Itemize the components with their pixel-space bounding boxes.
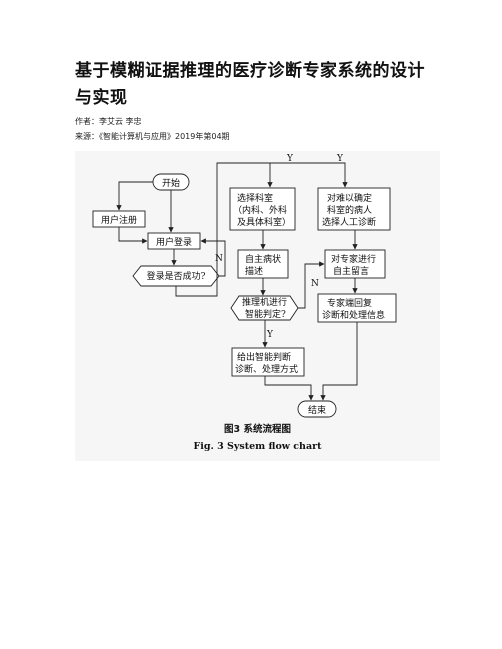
author-line: 作者：李艾云 李忠 <box>75 117 142 126</box>
article-title: 基于模糊证据推理的医疗诊断专家系统的设计与实现 <box>75 61 425 108</box>
describe-line-1: 自主病状 <box>245 253 281 265</box>
hard-case-line-1: 对难以确定 <box>327 192 372 204</box>
expert-reply-line-2: 诊断和处理信息 <box>322 309 385 321</box>
edge-check-no <box>200 238 226 277</box>
edge-reason-no <box>298 261 325 309</box>
reason-line-1: 推理机进行 <box>242 296 287 308</box>
flowchart: Y Y N N Y 开始 用户注册 用户登录 登录是否成功? 选择科室 （内科、… <box>92 154 397 418</box>
edge-register-login <box>118 227 148 244</box>
figure: Y Y N N Y 开始 用户注册 用户登录 登录是否成功? 选择科室 （内科、… <box>75 151 440 461</box>
label-yes-reason: Y <box>266 330 274 340</box>
result-line-2: 诊断、处理方式 <box>235 363 298 375</box>
reason-line-2: 智能判定? <box>245 308 286 320</box>
figure-caption-zh: 图3 系统流程图 <box>224 424 291 435</box>
login-label: 用户登录 <box>156 236 192 248</box>
node-select-dept <box>229 187 296 231</box>
figure-caption-en: Fig. 3 System flow chart <box>193 441 322 452</box>
select-dept-line-1: 选择科室 <box>237 192 273 204</box>
leave-msg-line-1: 对专家进行 <box>331 253 376 265</box>
node-end <box>297 400 337 418</box>
edge-branch-hard <box>270 162 348 188</box>
hard-case-line-3: 选择人工诊断 <box>322 216 376 228</box>
hard-case-line-2: 科室的病人 <box>327 204 372 216</box>
edge-start-register <box>116 181 153 211</box>
edge-check-yes <box>175 162 273 297</box>
select-dept-line-3: 及具体科室） <box>237 216 291 228</box>
node-result <box>231 347 305 377</box>
node-hard-case <box>317 187 391 231</box>
edge-reply-end <box>320 322 358 401</box>
node-leave-msg <box>324 249 386 279</box>
register-label: 用户注册 <box>101 214 137 226</box>
label-yes-2: Y <box>336 154 344 164</box>
leave-msg-line-2: 自主留言 <box>333 265 369 277</box>
login-check-label: 登录是否成功? <box>147 270 206 282</box>
result-line-1: 给出智能判断 <box>237 351 291 363</box>
select-dept-line-2: （内科、外科 <box>233 204 287 216</box>
label-no-reason: N <box>311 279 319 289</box>
start-label: 开始 <box>162 177 180 189</box>
describe-line-2: 描述 <box>245 265 263 277</box>
node-expert-reply <box>317 293 397 323</box>
expert-reply-line-1: 专家端回复 <box>327 297 372 309</box>
end-label: 结束 <box>308 404 326 416</box>
label-yes-1: Y <box>286 154 294 164</box>
edge-result-end <box>264 376 314 401</box>
label-no-login: N <box>215 254 223 264</box>
source-line: 来源：《智能计算机与应用》2019年第04期 <box>75 132 230 141</box>
